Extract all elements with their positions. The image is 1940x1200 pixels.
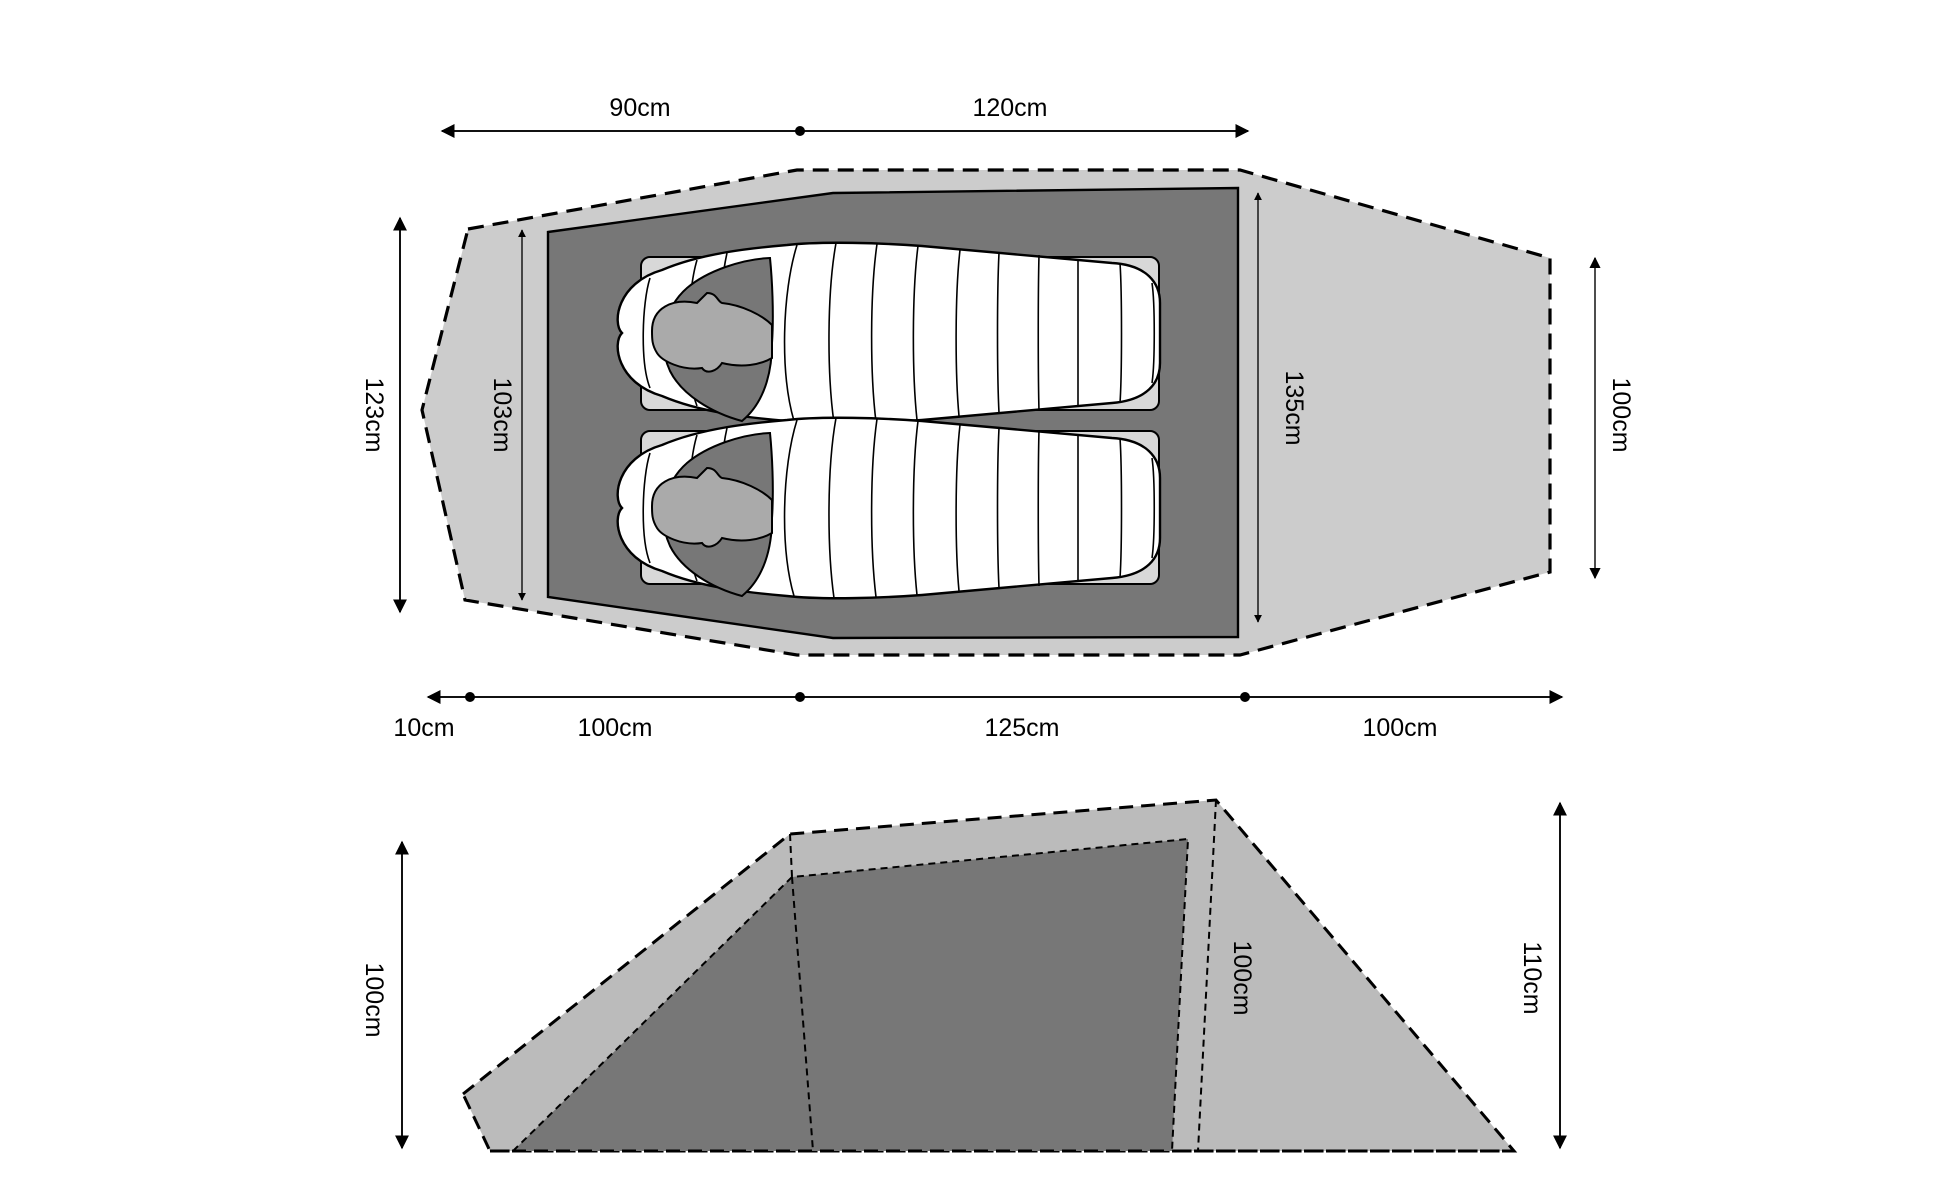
dimension-top-length: 90cm 120cm xyxy=(440,94,1250,138)
dimension-foot-fly-width: 100cm xyxy=(1589,256,1635,580)
inner-tent-side xyxy=(513,839,1188,1151)
side-view: 100cm 100cm 110cm xyxy=(360,798,1567,1153)
inner-pole-line xyxy=(791,876,814,1152)
label-side-110: 110cm xyxy=(1518,941,1546,1014)
label-seg-100-left: 100cm xyxy=(577,714,652,742)
label-seg-100-right: 100cm xyxy=(1362,714,1437,742)
sleeping-bag-1 xyxy=(616,241,1162,425)
dimension-head-fly-width: 123cm xyxy=(360,216,407,614)
dimension-side-head-height: 100cm xyxy=(360,840,409,1150)
label-123: 123cm xyxy=(360,377,388,452)
label-main-top: 120cm xyxy=(972,94,1047,122)
label-side-100-left: 100cm xyxy=(360,962,388,1037)
rear-pole-line xyxy=(1197,799,1217,1152)
label-100-foot: 100cm xyxy=(1607,377,1635,452)
dimension-foot-inner-width: 135cm xyxy=(1254,192,1308,623)
sleeping-bag-2 xyxy=(616,416,1162,600)
label-seg-10: 10cm xyxy=(393,714,454,742)
top-view: 90cm 120cm 10cm 100cm 125cm 100cm 123cm … xyxy=(360,94,1635,742)
label-seg-125: 125cm xyxy=(984,714,1059,742)
dimension-bottom-length: 10cm 100cm 125cm 100cm xyxy=(393,690,1564,742)
dimension-side-peak-height: 110cm xyxy=(1518,801,1567,1150)
dimension-head-inner-width: 103cm xyxy=(488,229,526,601)
label-side-100-inner: 100cm xyxy=(1228,940,1256,1015)
label-103: 103cm xyxy=(488,377,516,452)
label-135: 135cm xyxy=(1280,370,1308,445)
label-vestibule-top: 90cm xyxy=(609,94,670,122)
